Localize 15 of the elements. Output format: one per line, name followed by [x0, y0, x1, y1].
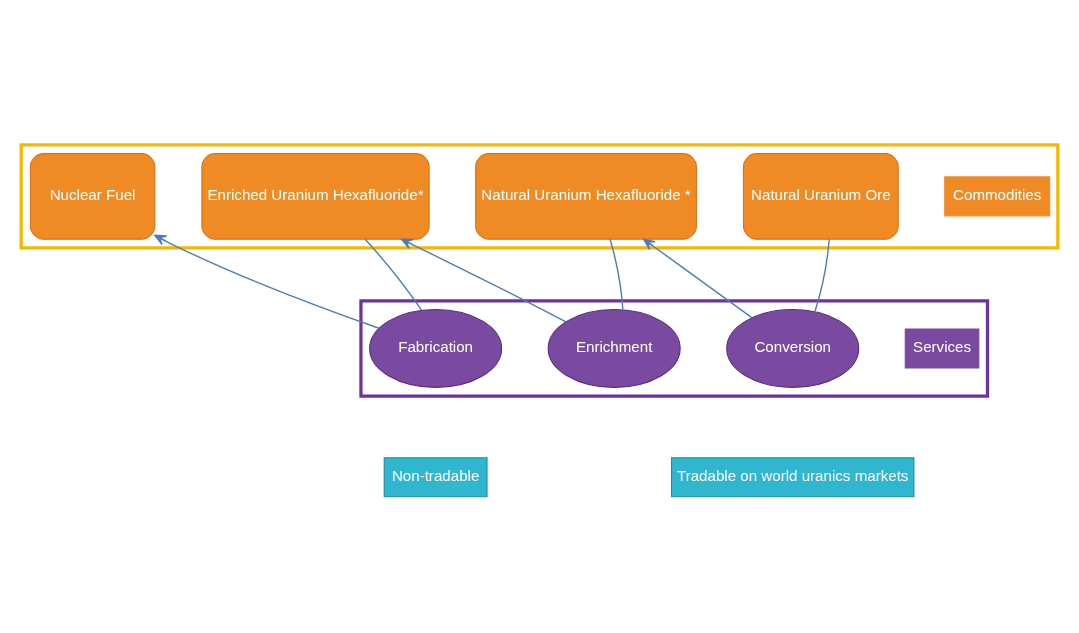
node-ellipse: Conversion: [726, 308, 860, 388]
arrow: [642, 238, 753, 319]
connector: [364, 238, 422, 311]
node-ellipse: Enrichment: [547, 308, 681, 388]
arrow: [154, 234, 380, 329]
node-box: Non-tradable: [383, 457, 488, 498]
connector: [609, 238, 624, 311]
connector: [814, 238, 830, 313]
node-ellipse: Fabrication: [369, 308, 503, 388]
node-box: Natural Uranium Ore: [742, 153, 899, 240]
node-box: Natural Uranium Hexafluoride *: [475, 153, 697, 240]
node-box: Tradable on world uranics markets: [671, 457, 915, 498]
node-box: Nuclear Fuel: [29, 153, 156, 240]
node-box: Enriched Uranium Hexafluoride*: [201, 153, 430, 240]
arrow: [400, 238, 567, 323]
